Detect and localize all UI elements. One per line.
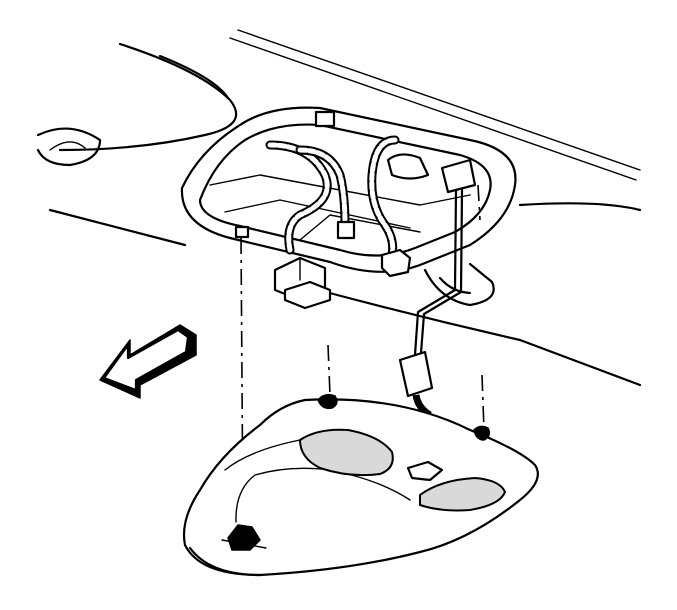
direction-arrow	[99, 324, 197, 399]
retainer-clip-left	[234, 225, 250, 239]
connector-small-center	[336, 220, 356, 240]
roof-opening	[180, 106, 517, 273]
overhead-console	[182, 393, 539, 577]
console-retainer-front	[227, 524, 261, 551]
console-lamp-lens-right	[419, 477, 506, 512]
connector-main	[273, 256, 332, 310]
harness-connectors	[273, 158, 477, 398]
console-retainer-right	[473, 425, 491, 441]
roof-headliner	[36, 29, 642, 387]
connector-console-inline	[398, 350, 434, 398]
console-lamp-lens-left	[299, 428, 394, 477]
console-switch-button	[406, 460, 444, 482]
console-retainer-left	[317, 393, 338, 410]
connector-small-right	[380, 248, 412, 278]
top-clip	[314, 110, 336, 128]
wiring-harness	[265, 135, 400, 260]
connector-roof-right	[440, 158, 477, 194]
